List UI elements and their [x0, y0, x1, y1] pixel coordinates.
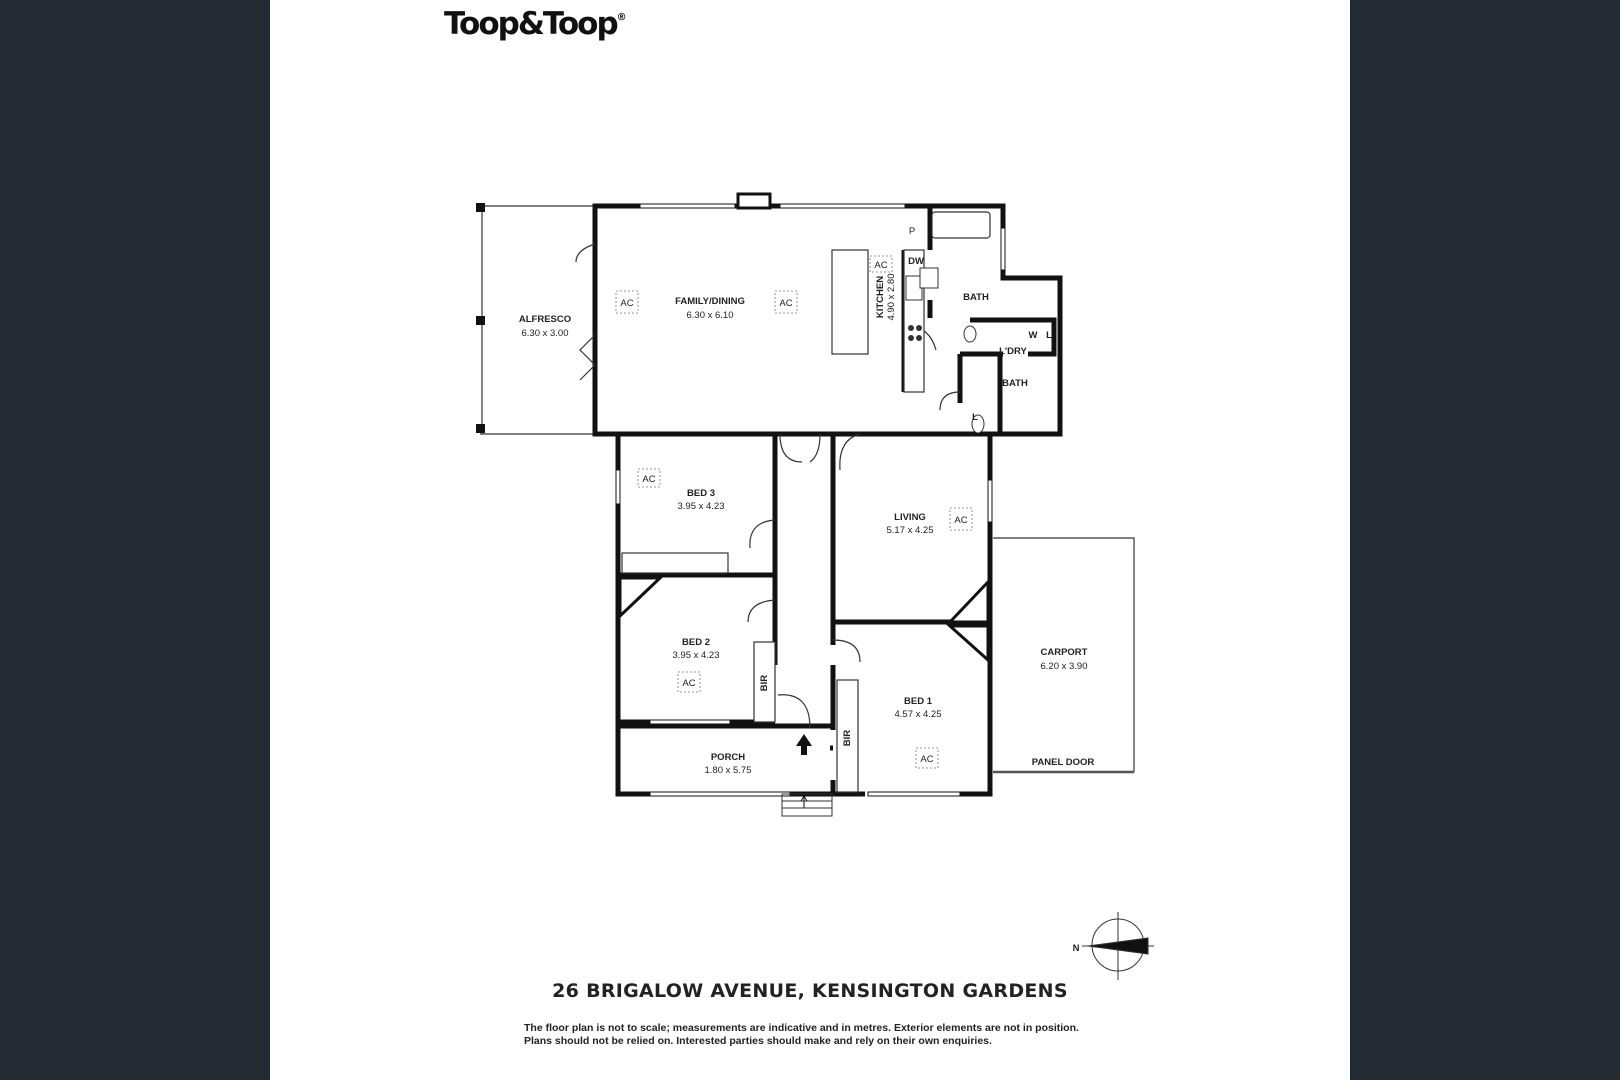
ac-label: AC	[682, 678, 695, 689]
living-size: 5.17 x 4.25	[886, 525, 933, 536]
ac-label: AC	[620, 298, 633, 309]
cooktop-icon	[908, 325, 922, 341]
alfresco-label: ALFRESCO	[519, 314, 571, 325]
bed2-bir-label: BIR	[759, 675, 770, 692]
floor-plan-sheet: Toop&Toop®	[270, 0, 1350, 1080]
bed1-robe	[836, 679, 859, 793]
porch-size: 1.80 x 5.75	[704, 765, 751, 776]
step-arrow-icon	[800, 795, 808, 808]
bath-label: BATH	[963, 292, 989, 303]
entry-steps	[781, 793, 833, 817]
disclaimer-line: The floor plan is not to scale; measurem…	[524, 1022, 1079, 1034]
bed2-robe	[753, 641, 776, 723]
bed1-bir-label: BIR	[842, 730, 853, 747]
vanity-basin	[919, 267, 939, 289]
ac-label: AC	[874, 260, 887, 271]
alfresco-size: 6.30 x 3.00	[521, 328, 568, 339]
toilet-icon	[971, 414, 985, 434]
disclaimer-line: Plans should not be relied on. Intereste…	[524, 1035, 992, 1047]
brand-logo: Toop&Toop®	[444, 6, 627, 42]
pantry-label: P	[909, 226, 915, 237]
bed2-label: BED 2	[682, 637, 710, 648]
bed2-size: 3.95 x 4.23	[672, 650, 719, 661]
family-dining-label: FAMILY/DINING	[675, 296, 745, 307]
carport-outline	[993, 537, 1135, 772]
ac-label: AC	[954, 515, 967, 526]
family-dining-size: 6.30 x 6.10	[686, 310, 733, 321]
kitchen-label: KITCHEN	[875, 276, 886, 318]
disclaimer: The floor plan is not to scale; measurem…	[524, 1022, 1144, 1048]
carport-label: CARPORT	[1041, 647, 1088, 658]
doors	[575, 243, 961, 729]
fireplaces	[618, 576, 990, 664]
property-address: 26 BRIGALOW AVENUE, KENSINGTON GARDENS	[552, 980, 1068, 1002]
floor-plan: ALFRESCO 6.30 x 3.00 FAMILY/DINING 6.30 …	[476, 192, 1154, 980]
alfresco-posts	[476, 203, 485, 433]
entry-arrow-icon	[796, 734, 812, 755]
bed1-size: 4.57 x 4.25	[894, 709, 941, 720]
living-label: LIVING	[894, 512, 926, 523]
linen-label: L	[972, 412, 978, 423]
linen-label: L	[1046, 330, 1052, 341]
toilet-icon-2	[963, 325, 977, 343]
ensuite-label: BATH	[1002, 378, 1028, 389]
compass-icon	[1082, 912, 1154, 980]
windows	[615, 203, 1006, 797]
bed3-robe	[621, 552, 729, 574]
kitchen-island	[831, 249, 869, 355]
compass-north-label: N	[1073, 943, 1080, 954]
bathtub	[931, 211, 991, 239]
bed1-label: BED 1	[904, 696, 933, 707]
ac-markers	[615, 255, 973, 769]
ac-label: AC	[920, 754, 933, 765]
carport-size: 6.20 x 3.90	[1040, 661, 1087, 672]
laundry-label: L'DRY	[999, 346, 1027, 357]
kitchen-size: 4.90 x 2.80	[886, 273, 897, 320]
bed3-label: BED 3	[687, 488, 715, 499]
ac-label: AC	[779, 298, 792, 309]
flue	[736, 192, 772, 210]
porch-label: PORCH	[711, 752, 745, 763]
ac-label: AC	[642, 474, 655, 485]
washer-label: W	[1029, 330, 1038, 341]
dishwasher-label: DW	[908, 256, 924, 267]
panel-door-label: PANEL DOOR	[1032, 757, 1095, 768]
bed3-size: 3.95 x 4.23	[677, 501, 724, 512]
